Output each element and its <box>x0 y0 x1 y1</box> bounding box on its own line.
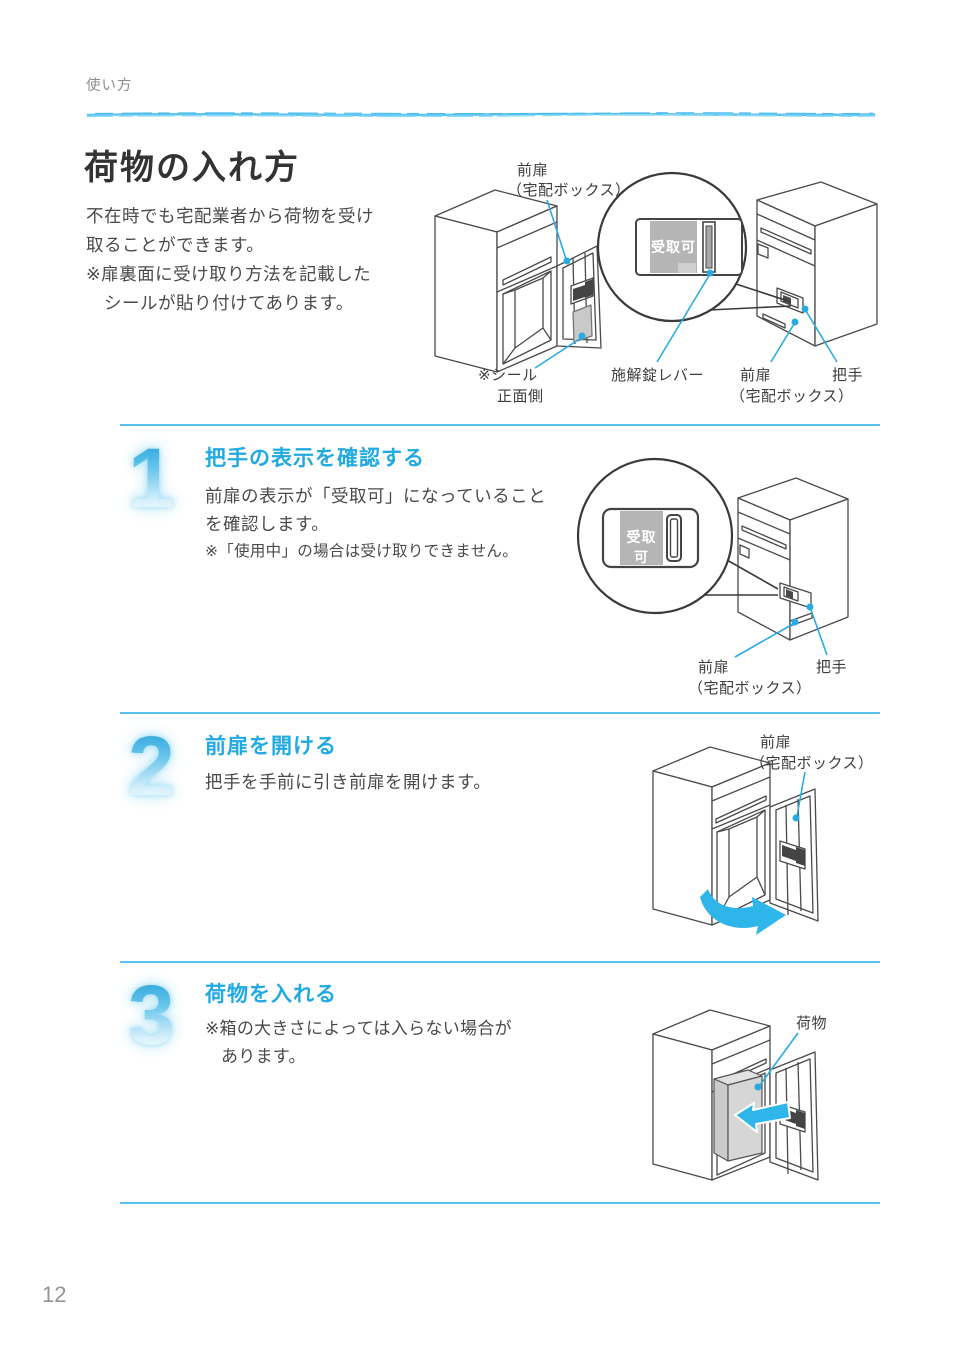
step-note: ※箱の大きさによっては入らない場合が あります。 <box>205 1015 512 1071</box>
intro-line: ※扉裏面に受け取り方法を記載した <box>86 264 372 284</box>
leader-lines <box>792 771 806 822</box>
label-front-door-sub: （宅配ボックス） <box>750 755 874 772</box>
handle-display-text: 受取可 <box>651 239 696 255</box>
cabinet <box>737 477 849 641</box>
label-front-side: 正面側 <box>497 388 544 405</box>
page-number: 12 <box>42 1282 67 1307</box>
label-front-door: 前扉 <box>517 162 549 179</box>
label-front-door: 前扉 <box>760 734 792 751</box>
label-package: 荷物 <box>796 1015 828 1032</box>
open-arrow <box>700 889 786 935</box>
intro-line: シールが貼り付けてあります。 <box>104 293 354 313</box>
leader-lines <box>754 1032 799 1091</box>
step3-diagram: 荷物 <box>640 975 885 1203</box>
label-lock-lever: 施解錠レバー <box>611 367 705 384</box>
intro-line: 取ることができます。 <box>86 235 265 255</box>
step1-illustration <box>576 457 849 658</box>
magnifier-circle <box>576 457 734 615</box>
right-cabinet <box>756 181 878 347</box>
magnifier-circle <box>596 171 748 323</box>
brush-stroke-divider <box>86 112 876 118</box>
step-body-line: 把手を手前に引き前扉を開けます。 <box>205 772 492 792</box>
label-front-door-sub: （宅配ボックス） <box>688 680 812 697</box>
step-body: 把手を手前に引き前扉を開けます。 <box>205 768 491 796</box>
step-number: 1 <box>128 431 175 525</box>
insert-arrow <box>734 1101 791 1133</box>
step-note-line: あります。 <box>221 1047 306 1066</box>
label-handle: 把手 <box>832 367 864 384</box>
step-title: 荷物を入れる <box>205 983 337 1006</box>
package-box <box>713 1069 763 1162</box>
left-cabinet <box>434 189 602 373</box>
label-front-door: 前扉 <box>698 659 730 676</box>
step-number: 2 <box>128 719 175 813</box>
label-front-door-right: 前扉 <box>740 367 772 384</box>
step-number: 3 <box>128 968 175 1062</box>
label-seal: ※シール <box>478 367 538 384</box>
page-title: 荷物の入れ方 <box>84 149 300 187</box>
section-divider <box>120 712 880 714</box>
intro-line: 不在時でも宅配業者から荷物を受け <box>86 206 374 226</box>
section-header: 使い方 <box>86 78 133 94</box>
bottom-divider <box>120 1202 880 1204</box>
handle-display-text: 受取可 <box>626 529 657 565</box>
step2-diagram: 前扉 （宅配ボックス） <box>640 725 885 960</box>
overview-illustration <box>434 171 878 373</box>
overview-diagram: 受取可 前扉 （宅配ボックス） ※シール 正面側 施解錠レバー 前扉 （宅配ボッ… <box>425 156 885 412</box>
intro-text: 不在時でも宅配業者から荷物を受け 取ることができます。 ※扉裏面に受け取り方法を… <box>86 202 374 318</box>
label-handle: 把手 <box>816 659 848 676</box>
section-divider <box>120 961 880 963</box>
cabinet-open <box>652 746 819 926</box>
label-front-door-right-sub: （宅配ボックス） <box>730 388 854 405</box>
section-divider <box>120 424 880 426</box>
leader-lines <box>534 199 838 369</box>
step-note: ※「使用中」の場合は受け取りできません。 <box>205 538 518 566</box>
step-note-line: ※箱の大きさによっては入らない場合が <box>205 1019 512 1038</box>
step-body-line: を確認します。 <box>205 514 330 534</box>
step-body-line: 前扉の表示が「受取可」になっていること <box>205 486 547 506</box>
step-body: 前扉の表示が「受取可」になっていること を確認します。 <box>205 482 546 538</box>
leader-lines <box>734 603 828 658</box>
step-title: 把手の表示を確認する <box>205 447 425 470</box>
step-title: 前扉を開ける <box>205 735 337 758</box>
label-front-door-sub: （宅配ボックス） <box>507 182 631 199</box>
step3-illustration <box>652 1009 819 1181</box>
step1-diagram: 受取可 前扉 （宅配ボックス） 把手 <box>565 445 960 710</box>
step-note-line: ※「使用中」の場合は受け取りできません。 <box>205 543 519 560</box>
step2-illustration <box>652 746 819 935</box>
